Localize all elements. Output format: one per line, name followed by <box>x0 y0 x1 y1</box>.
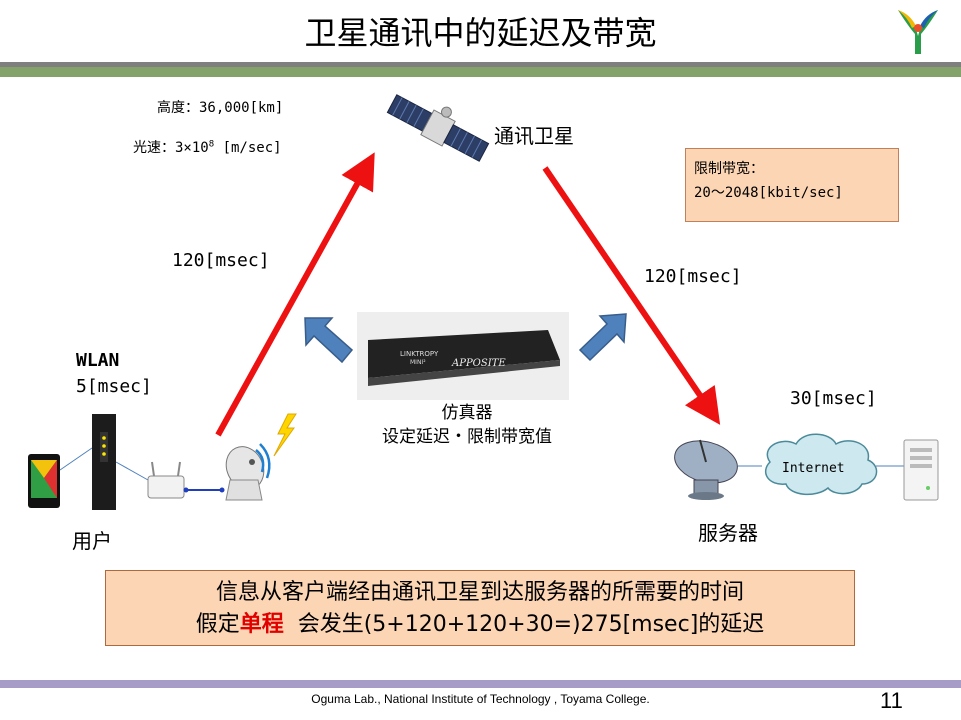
svg-text:MINI²: MINI² <box>410 359 426 366</box>
satellite-dish-client-icon <box>225 443 271 501</box>
server-icon <box>903 439 939 501</box>
wlan-delay-label: 5[msec] <box>76 376 152 397</box>
emulator-label: 仿真器 <box>441 403 493 423</box>
top-rule-gray <box>0 62 961 67</box>
bandwidth-limit-value: 20～2048[kbit/sec] <box>694 185 843 201</box>
top-rule-green <box>0 67 961 77</box>
downlink-arrow <box>542 166 721 425</box>
access-point-icon <box>147 461 185 499</box>
emulator-description: 设定延迟・限制带宽值 <box>382 427 552 447</box>
altitude-label: 高度：36,000[km] <box>157 100 284 116</box>
footer-credit: Oguma Lab., National Institute of Techno… <box>311 692 650 706</box>
summary-line-2: 假定单程 会发生(5+120+120+30=)275[msec]的延迟 <box>195 612 765 637</box>
downlink-delay-label: 120[msec] <box>644 266 742 287</box>
wlan-label: WLAN <box>76 350 120 371</box>
satellite-icon <box>386 94 490 162</box>
uplink-arrow <box>215 152 375 437</box>
server-label: 服务器 <box>698 521 758 545</box>
blue-arrow-right <box>578 313 627 362</box>
bottom-rule-purple <box>0 680 961 688</box>
bandwidth-limit-title: 限制带宽： <box>694 161 764 177</box>
svg-text:APPOSITE: APPOSITE <box>451 358 506 369</box>
light-speed-label: 光速：3×108 [m/sec] <box>133 139 282 156</box>
internet-cloud-icon: Internet <box>765 433 878 496</box>
satellite-label: 通讯卫星 <box>494 124 574 148</box>
emulator-device-image: LINKTROPY MINI² APPOSITE <box>357 312 569 400</box>
blue-arrow-left <box>304 317 354 364</box>
uplink-delay-label: 120[msec] <box>172 250 270 271</box>
summary-box: 信息从客户端经由通讯卫星到达服务器的所需要的时间 假定单程 会发生(5+120+… <box>105 570 855 646</box>
bandwidth-limit-box: 限制带宽： 20～2048[kbit/sec] <box>685 148 899 222</box>
svg-text:Internet: Internet <box>782 461 845 476</box>
router-icon <box>92 414 116 510</box>
svg-text:LINKTROPY: LINKTROPY <box>400 350 439 358</box>
satellite-dish-server-icon <box>674 439 738 500</box>
summary-line-1: 信息从客户端经由通讯卫星到达服务器的所需要的时间 <box>215 580 744 605</box>
smartphone-icon <box>28 454 60 508</box>
slide-title: 卫星通讯中的延迟及带宽 <box>304 14 657 52</box>
user-label: 用户 <box>72 529 112 553</box>
internet-delay-label: 30[msec] <box>790 388 877 409</box>
page-number: 11 <box>880 688 903 713</box>
one-way-highlight: 单程 <box>239 612 284 637</box>
signal-bolt-icon <box>273 413 297 457</box>
